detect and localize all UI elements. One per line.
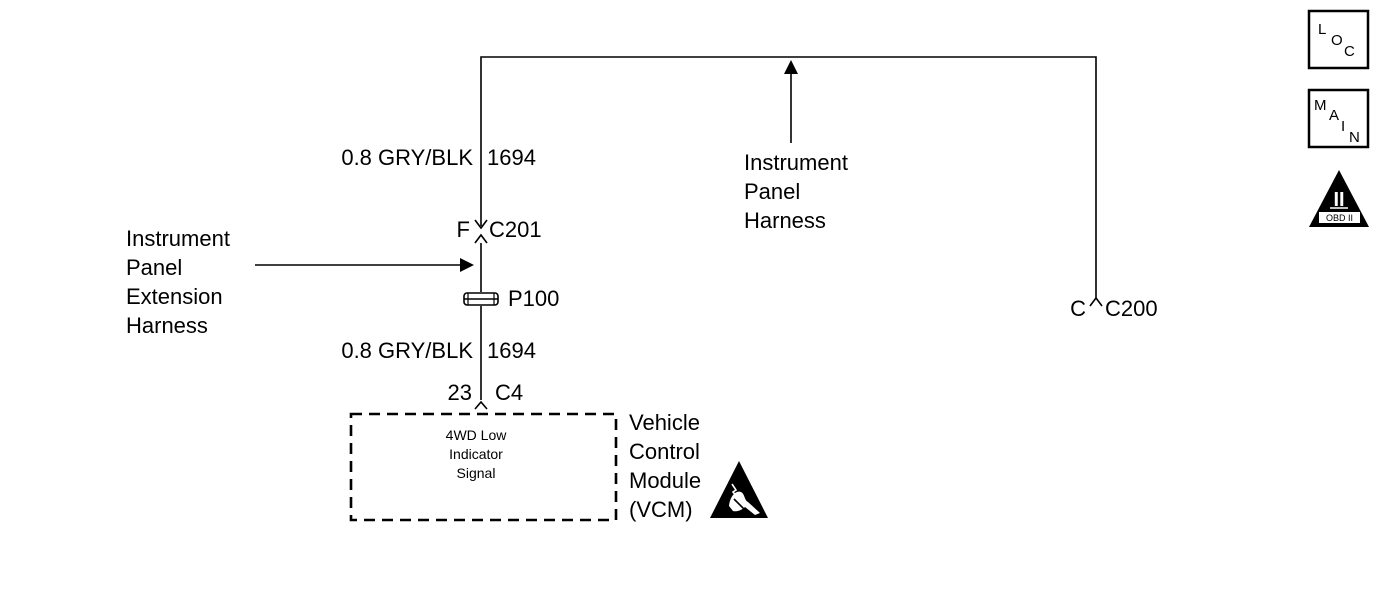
instrument-panel-harness-label: Instrument Panel Harness (744, 150, 848, 233)
p100-grommet-label: P100 (508, 286, 559, 311)
svg-text:L: L (1318, 21, 1326, 38)
svg-text:M: M (1314, 97, 1327, 114)
module-signal-line-1: 4WD Low (446, 427, 508, 443)
ip-harness-line-3: Harness (744, 208, 826, 233)
lower-wire-color-label: 0.8 GRY/BLK (341, 338, 473, 363)
svg-text:A: A (1329, 107, 1339, 124)
main-button[interactable]: M A I N (1307, 88, 1370, 149)
ext-harness-line-1: Instrument (126, 226, 230, 251)
main-icon: M A I N (1314, 97, 1360, 146)
p100-grommet-icon (463, 292, 499, 306)
module-signal-line-2: Indicator (449, 446, 503, 462)
wires (255, 56, 1103, 410)
module-signal-line-3: Signal (457, 465, 496, 481)
obd-ii-text-plate (1319, 212, 1360, 223)
ip-harness-line-2: Panel (744, 179, 800, 204)
module-name-line-2: Control (629, 439, 700, 464)
c4-pin-label: 23 (448, 380, 472, 405)
instrument-panel-harness-wire (480, 56, 1097, 298)
upper-circuit-number: 1694 (487, 145, 536, 170)
module-name-line-3: Module (629, 468, 701, 493)
svg-text:O: O (1331, 32, 1343, 49)
c200-connector-label: C200 (1105, 296, 1158, 321)
extension-harness-arrow-icon (460, 258, 474, 272)
c4-chevron-icon (474, 400, 488, 410)
vcm-module-name: Vehicle Control Module (VCM) (629, 410, 701, 522)
svg-text:I: I (1341, 118, 1345, 135)
ext-harness-line-4: Harness (126, 313, 208, 338)
c201-female-chevron-icon (474, 219, 488, 230)
svg-text:N: N (1349, 129, 1360, 146)
main-button-frame[interactable] (1307, 88, 1370, 149)
loc-button[interactable]: L O C (1307, 9, 1370, 70)
c200-chevron-icon (1089, 296, 1103, 307)
c200-pin-label: C (1070, 296, 1086, 321)
ext-harness-line-2: Panel (126, 255, 182, 280)
vcm-module-box (349, 412, 618, 522)
module-name-line-4: (VCM) (629, 497, 693, 522)
ext-harness-line-3: Extension (126, 284, 223, 309)
esd-sensitive-icon (710, 461, 768, 518)
instrument-panel-extension-harness-label: Instrument Panel Extension Harness (126, 226, 230, 338)
instrument-panel-arrow-icon (784, 60, 798, 74)
loc-button-frame[interactable] (1307, 9, 1370, 70)
c4-connector-label: C4 (495, 380, 523, 405)
svg-text:C: C (1344, 43, 1355, 60)
ip-harness-line-1: Instrument (744, 150, 848, 175)
obd-ii-numeral: II (1333, 189, 1344, 211)
c201-male-chevron-icon (474, 233, 488, 244)
obd-ii-button[interactable]: II OBD II (1309, 170, 1369, 227)
upper-wire-color-label: 0.8 GRY/BLK (341, 145, 473, 170)
module-name-line-1: Vehicle (629, 410, 700, 435)
lower-circuit-number: 1694 (487, 338, 536, 363)
c201-connector-label: C201 (489, 217, 542, 242)
c201-pin-label: F (457, 217, 470, 242)
location-icon: L O C (1318, 21, 1355, 60)
obd-ii-text: OBD II (1326, 213, 1353, 223)
